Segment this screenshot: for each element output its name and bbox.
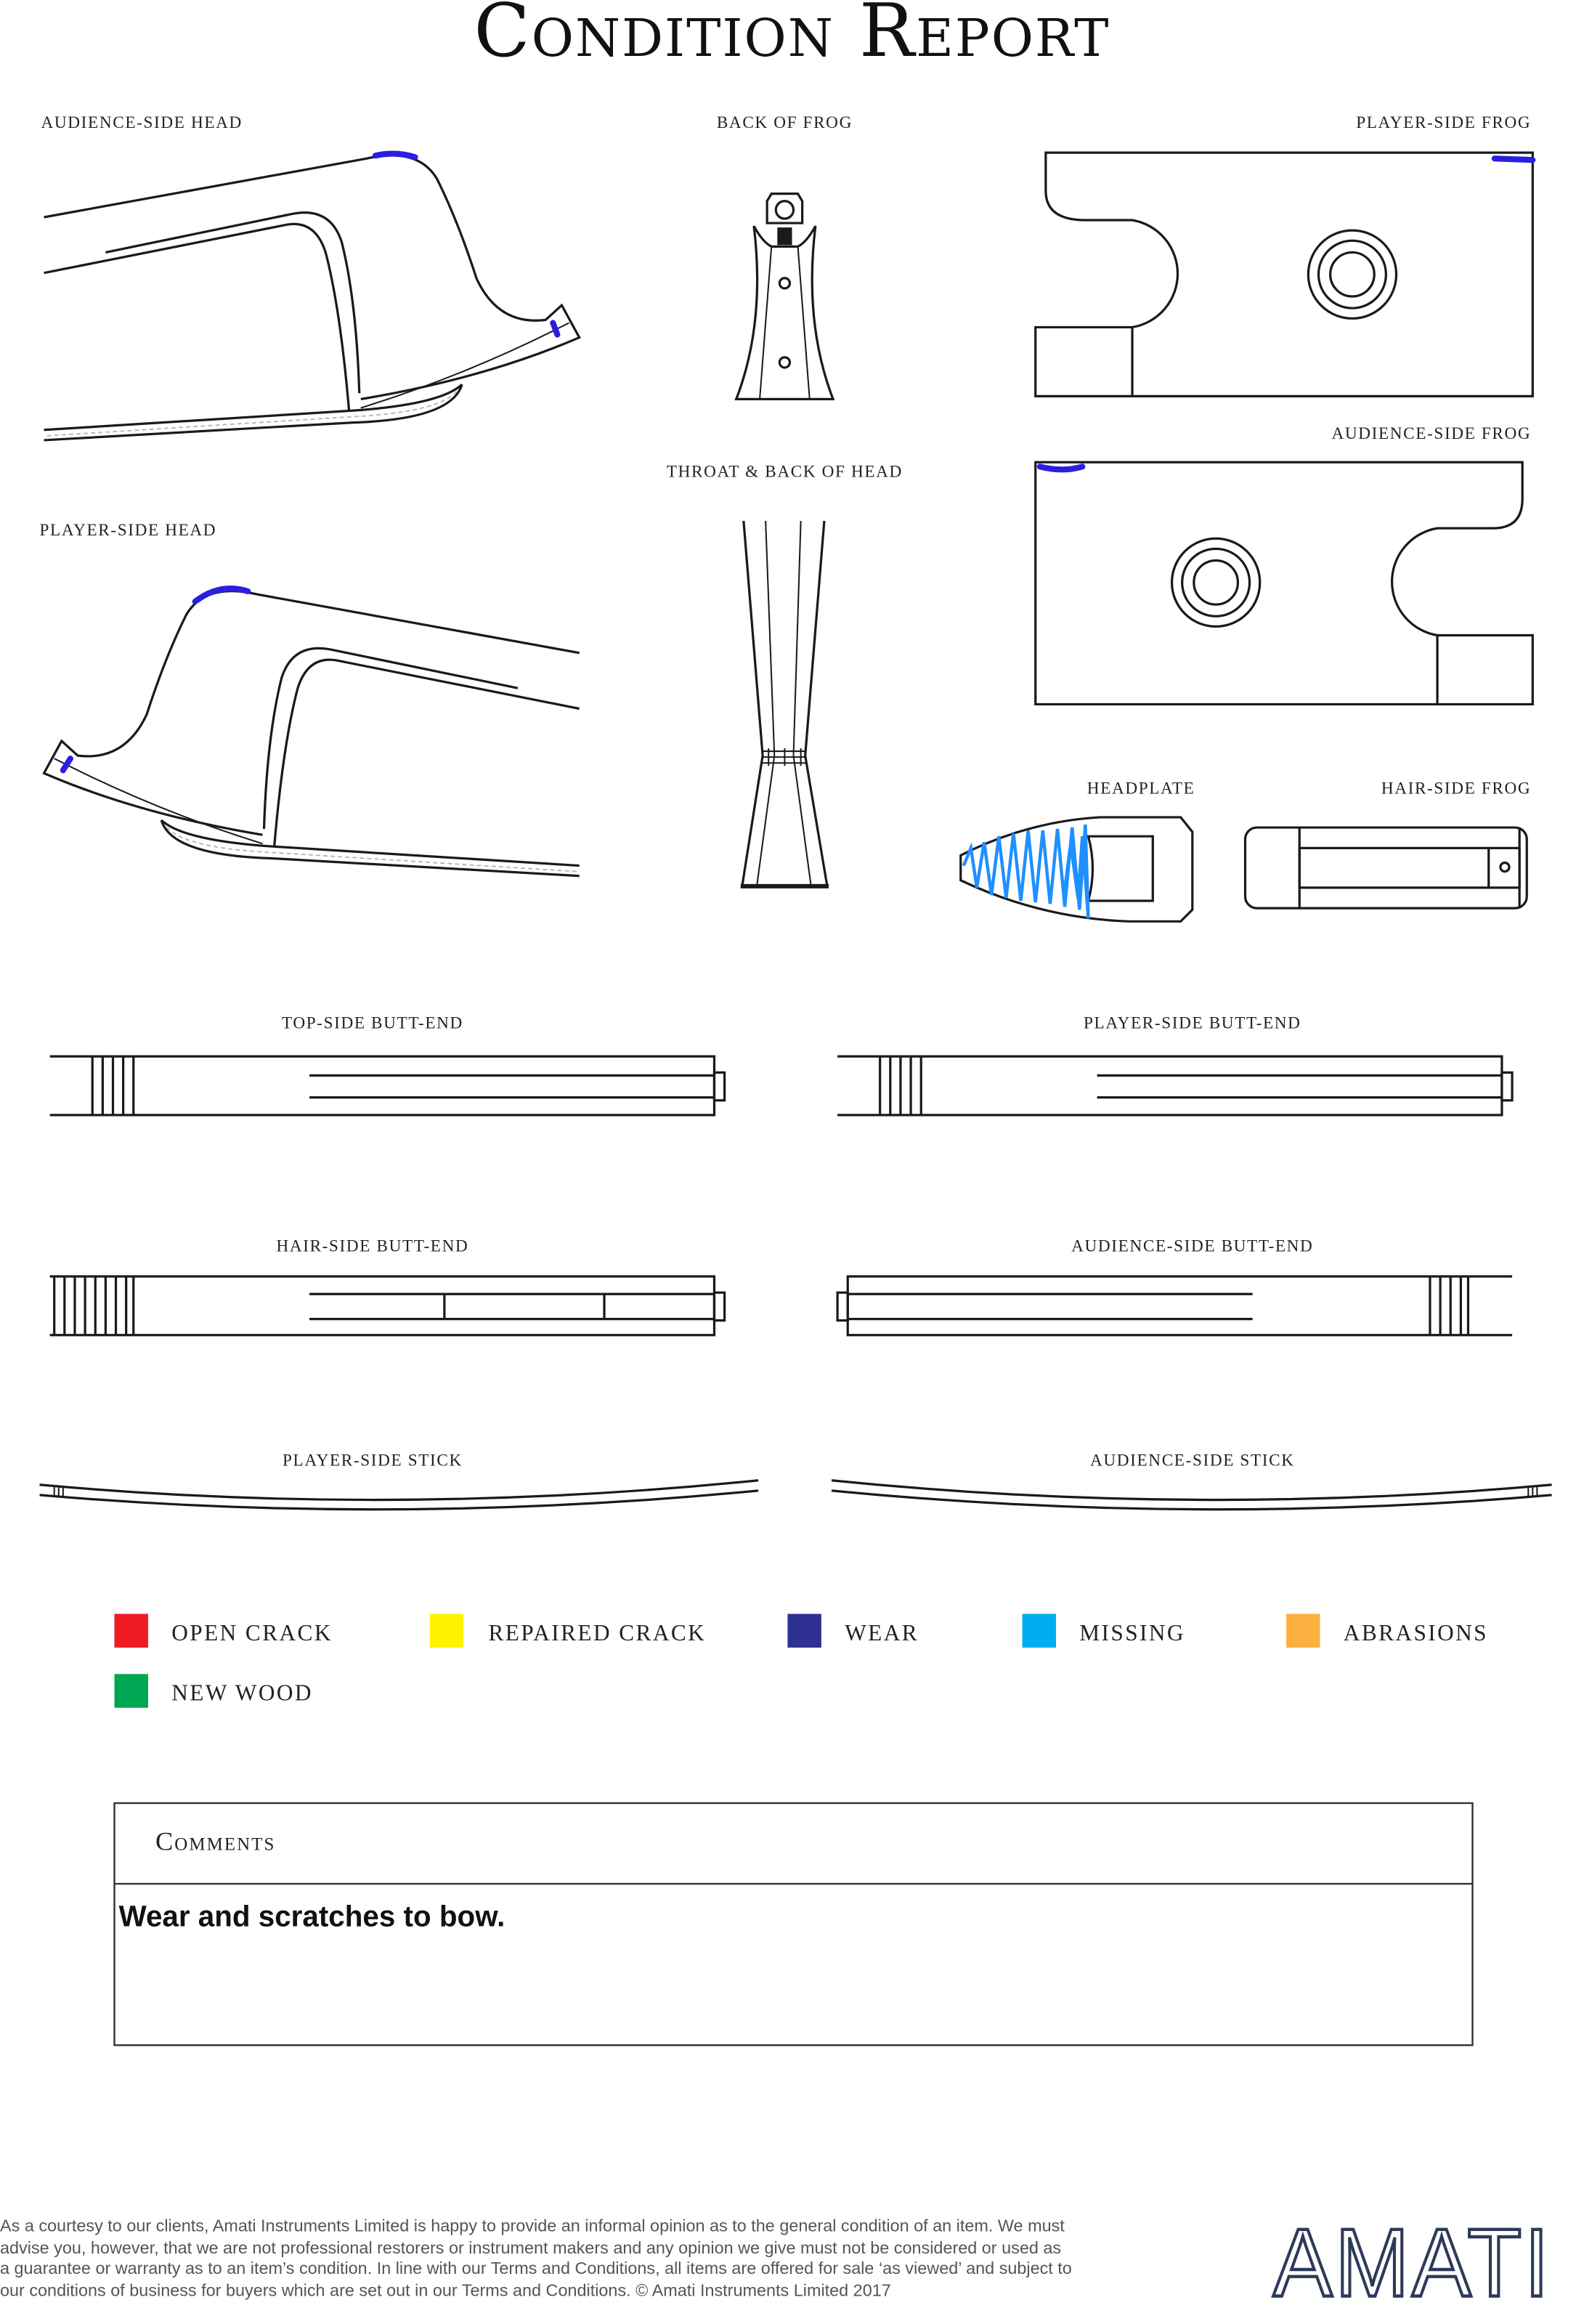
legend-label-missing: MISSING: [1079, 1620, 1185, 1645]
comments-heading: Comments: [155, 1827, 275, 1856]
legend-label-abrasions: ABRASIONS: [1344, 1620, 1488, 1645]
audience-side-stick-diagram[interactable]: [831, 1479, 1552, 1511]
audience-side-head-diagram[interactable]: [44, 150, 581, 442]
top-side-butt-end-diagram[interactable]: [49, 1055, 726, 1117]
label-hair-side-butt-end: HAIR-SIDE BUTT-END: [276, 1237, 468, 1256]
label-top-side-butt-end: TOP-SIDE BUTT-END: [282, 1014, 463, 1033]
headplate-diagram[interactable]: [959, 816, 1194, 923]
player-side-stick-diagram[interactable]: [39, 1479, 759, 1511]
label-back-of-frog: BACK OF FROG: [717, 113, 853, 132]
disclaimer-line: a guarantee or warranty as to an item’s …: [0, 2259, 1072, 2278]
player-side-butt-end-diagram[interactable]: [837, 1055, 1514, 1117]
label-audience-side-head: AUDIENCE-SIDE HEAD: [41, 113, 243, 132]
audience-side-frog-diagram[interactable]: [1034, 461, 1534, 706]
amati-logo: AMATI: [1273, 2209, 1552, 2317]
throat-back-of-head-diagram[interactable]: [740, 520, 829, 888]
legend-swatch-abrasions: [1286, 1614, 1320, 1648]
player-side-head-diagram[interactable]: [42, 586, 580, 878]
legend-swatch-wear: [787, 1614, 821, 1648]
comments-text: Wear and scratches to bow.: [119, 1900, 505, 1933]
legend-swatch-missing: [1022, 1614, 1056, 1648]
disclaimer-line: advise you, however, that we are not pro…: [0, 2238, 1061, 2257]
page-title: Condition Report: [474, 0, 1110, 73]
hair-side-frog-diagram[interactable]: [1243, 826, 1528, 910]
hair-side-butt-end-diagram[interactable]: [49, 1275, 726, 1337]
footer-disclaimer: As a courtesy to our clients, Amati Inst…: [0, 2216, 1072, 2300]
back-of-frog-diagram[interactable]: [734, 193, 835, 401]
legend-label-wear: WEAR: [845, 1620, 919, 1645]
label-audience-side-frog: AUDIENCE-SIDE FROG: [1331, 424, 1531, 443]
legend-swatch-repaired-crack: [429, 1614, 464, 1648]
player-side-frog-diagram[interactable]: [1034, 151, 1536, 397]
label-player-side-stick: PLAYER-SIDE STICK: [283, 1452, 463, 1470]
label-player-side-head: PLAYER-SIDE HEAD: [40, 521, 217, 540]
label-headplate: HEADPLATE: [1087, 780, 1195, 798]
label-throat-back-of-head: THROAT & BACK OF HEAD: [667, 462, 903, 481]
legend-label-repaired-crack: REPAIRED CRACK: [488, 1620, 706, 1645]
label-player-side-frog: PLAYER-SIDE FROG: [1356, 113, 1531, 132]
disclaimer-line: our conditions of business for buyers wh…: [0, 2281, 891, 2300]
audience-side-butt-end-diagram[interactable]: [836, 1275, 1513, 1337]
label-audience-side-stick: AUDIENCE-SIDE STICK: [1090, 1452, 1295, 1470]
legend-label-open-crack: OPEN CRACK: [171, 1620, 333, 1645]
legend: OPEN CRACK REPAIRED CRACK WEAR MISSING A…: [114, 1614, 1488, 1708]
comments-box: Comments Wear and scratches to bow.: [113, 1802, 1474, 2046]
legend-label-new-wood: NEW WOOD: [171, 1680, 313, 1706]
legend-swatch-open-crack: [114, 1614, 148, 1648]
label-hair-side-frog: HAIR-SIDE FROG: [1381, 780, 1531, 798]
legend-swatch-new-wood: [114, 1674, 148, 1708]
disclaimer-line: As a courtesy to our clients, Amati Inst…: [0, 2216, 1065, 2235]
label-audience-side-butt-end: AUDIENCE-SIDE BUTT-END: [1071, 1237, 1313, 1256]
label-player-side-butt-end: PLAYER-SIDE BUTT-END: [1084, 1014, 1301, 1033]
